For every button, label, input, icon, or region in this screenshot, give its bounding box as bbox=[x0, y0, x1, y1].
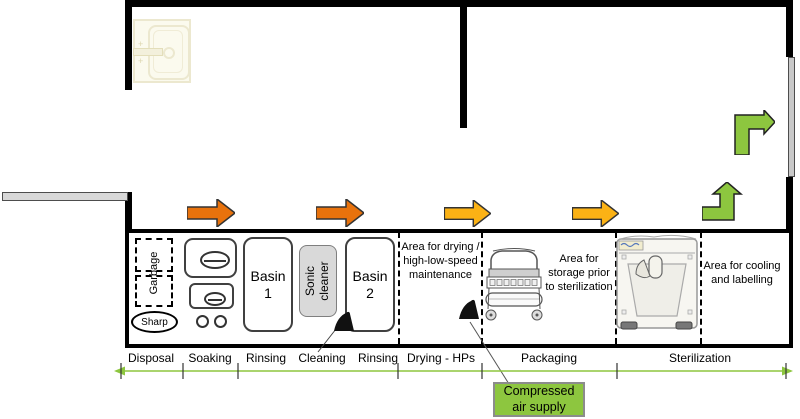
pass-through-hatch bbox=[2, 192, 128, 201]
sharp-container: Sharp bbox=[131, 311, 178, 333]
drain-oval-icon bbox=[200, 251, 230, 269]
sharp-label: Sharp bbox=[141, 316, 168, 328]
drying-area-label: Area for drying / high-low-speed mainten… bbox=[401, 241, 480, 281]
garbage-bin-bottom bbox=[135, 275, 173, 307]
compressed-air-supply-label: Compressed air supply bbox=[503, 383, 575, 414]
drain-oval-icon bbox=[204, 292, 226, 306]
sterilizer-machine-icon bbox=[616, 234, 698, 330]
garbage-label: Garbage bbox=[148, 251, 160, 295]
garbage-bin-top bbox=[135, 238, 173, 272]
zone-label-rinsing-1: Rinsing bbox=[245, 351, 287, 365]
tap-circle-icon bbox=[196, 315, 209, 328]
sink-icon: + + bbox=[133, 19, 191, 83]
sonic-cleaner: Sonic cleaner bbox=[299, 245, 337, 317]
section-divider bbox=[398, 232, 400, 344]
flow-arrow-yellow-2 bbox=[572, 200, 619, 227]
zone-label-drying-hps: Drying - HPs bbox=[406, 351, 475, 365]
section-divider bbox=[481, 232, 483, 344]
flow-arrow-green-exit bbox=[734, 110, 775, 155]
flow-arrow-orange-2 bbox=[316, 199, 364, 227]
wall-top bbox=[125, 0, 793, 7]
basin-2: Basin 2 bbox=[345, 237, 395, 332]
tap-circle-icon bbox=[214, 315, 227, 328]
basin-1: Basin 1 bbox=[243, 237, 293, 332]
compressed-air-supply-box: Compressed air supply bbox=[493, 382, 585, 417]
zone-label-packaging: Packaging bbox=[520, 351, 578, 365]
interior-partition-wall bbox=[460, 7, 467, 128]
packaging-machine-icon bbox=[485, 248, 543, 321]
basin-1-label: Basin 1 bbox=[250, 267, 286, 301]
cooling-area-label: Area for cooling and labelling bbox=[703, 260, 781, 286]
door-panel bbox=[788, 57, 795, 177]
zone-scale-line bbox=[114, 363, 793, 379]
wall-left-upper bbox=[125, 0, 132, 90]
zone-label-rinsing-2: Rinsing bbox=[357, 351, 399, 365]
soaking-sink-large bbox=[184, 238, 237, 278]
storage-area-label: Area for storage prior to sterilization bbox=[545, 253, 613, 293]
zone-label-cleaning: Cleaning bbox=[298, 351, 346, 365]
zone-label-sterilization: Sterilization bbox=[668, 351, 732, 365]
sink-drain bbox=[163, 47, 175, 59]
wall-right-upper bbox=[786, 0, 793, 57]
soaking-sink-small bbox=[189, 283, 234, 309]
basin-2-label: Basin 2 bbox=[352, 267, 388, 301]
section-divider bbox=[700, 232, 702, 344]
flow-arrow-orange-1 bbox=[187, 199, 235, 227]
flow-arrow-green-turn-up bbox=[702, 182, 744, 221]
sink-tap bbox=[133, 48, 163, 56]
zone-label-soaking: Soaking bbox=[188, 351, 232, 365]
section-divider bbox=[615, 232, 617, 344]
zone-label-disposal: Disposal bbox=[127, 351, 175, 365]
flow-arrow-yellow-1 bbox=[444, 200, 491, 227]
sonic-cleaner-label: Sonic cleaner bbox=[303, 261, 331, 301]
